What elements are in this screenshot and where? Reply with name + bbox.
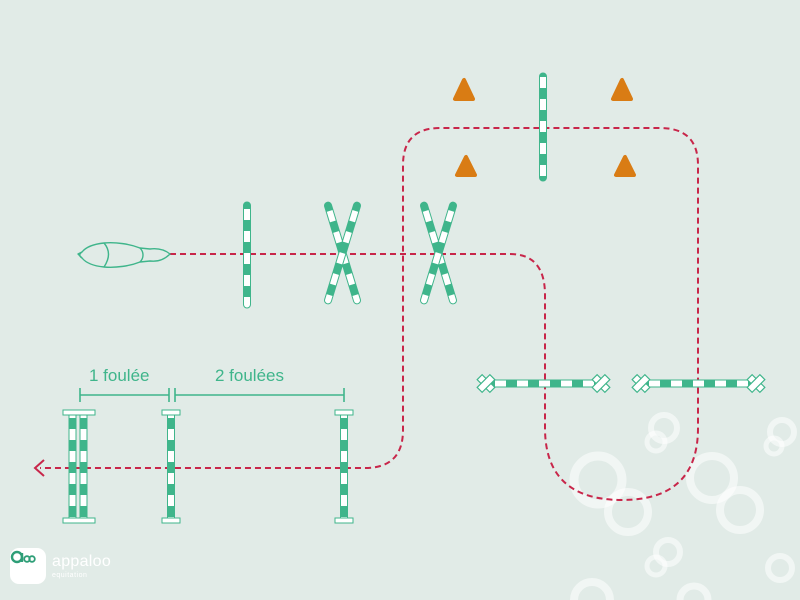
logo-text: appaloo equitation (52, 552, 112, 579)
watermark-ring (569, 451, 627, 509)
cone-icon (614, 155, 636, 177)
pole-vertical (243, 201, 251, 309)
distance-bracket-1 (79, 388, 170, 402)
pole-block (591, 373, 611, 394)
pole-vertical (167, 414, 175, 519)
stand-top (334, 409, 354, 416)
brand-logo: appaloo equitation (10, 548, 111, 584)
horse-icon (77, 242, 171, 268)
pole-diagonal (420, 201, 457, 305)
pole-horizontal (640, 379, 758, 388)
cone-icon (453, 78, 475, 101)
watermark-ring (765, 553, 795, 583)
cross-pole-jump-1 (324, 201, 361, 305)
distance-bracket-2 (174, 388, 345, 402)
vertical-poles (243, 72, 547, 309)
vertical-jump-3 (334, 409, 354, 524)
logo-icon (10, 548, 46, 584)
oxer-jump (62, 409, 96, 524)
watermark-ring (604, 488, 652, 536)
logo-mark (10, 550, 36, 564)
watermark-ring (644, 554, 668, 578)
watermark-ring (653, 537, 683, 567)
distance-label-two-strides: 2 foulées (215, 366, 284, 385)
ground-pole-right (631, 373, 766, 394)
ground-pole-left (476, 373, 611, 394)
stand-top (161, 409, 181, 416)
cross-pole-jump-2 (420, 201, 457, 305)
watermark-ring (763, 435, 785, 457)
watermark-ring (644, 430, 668, 454)
stand-bottom (62, 517, 96, 524)
stand-bottom (161, 517, 181, 524)
pole-vertical (68, 414, 77, 519)
pole-block (746, 373, 766, 394)
watermark-ring (570, 578, 614, 600)
pole-horizontal (485, 379, 603, 388)
brand-tagline: equitation (52, 571, 88, 579)
pole-block (476, 373, 496, 394)
cone-icon (455, 155, 477, 177)
watermark-ring (686, 452, 738, 504)
cone-icon (611, 78, 633, 101)
pole-vertical (539, 72, 547, 182)
pole-vertical (340, 414, 348, 519)
distance-brackets (79, 388, 345, 402)
vertical-jump-2 (161, 409, 181, 524)
track-arrowhead (33, 459, 45, 477)
track-path (40, 127, 699, 502)
stand-bottom (334, 517, 354, 524)
brand-name: appaloo (52, 552, 112, 570)
watermark-ring (716, 486, 764, 534)
stand-top (62, 409, 96, 416)
pole-block (631, 373, 651, 394)
pole-diagonal (324, 201, 361, 305)
cones (453, 78, 636, 177)
watermark-ring (676, 582, 712, 600)
pole-vertical (79, 414, 88, 519)
distance-label-one-stride: 1 foulée (89, 366, 150, 385)
watermark-rings (569, 412, 797, 600)
